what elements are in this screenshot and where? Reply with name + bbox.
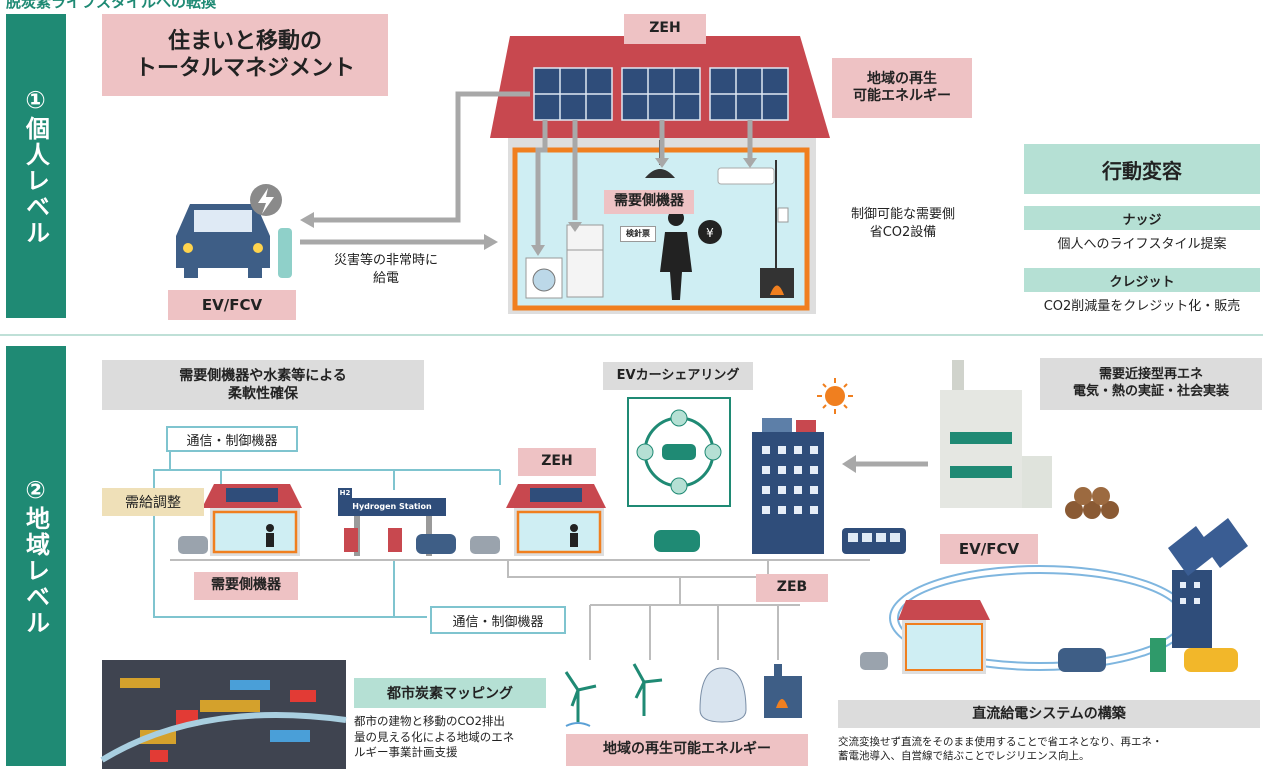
dc-desc-line-1: 交流変換せず直流をそのまま使用することで省エネとなり、再エネ・ [838, 736, 1163, 748]
bus-icon [842, 528, 906, 554]
page-caption: 脱炭素ライフスタイルへの転換 [6, 0, 217, 11]
controllable-equipment-text: 制御可能な需要側 省CO2設備 [836, 206, 970, 242]
wind-turbine-icons [564, 663, 663, 722]
comm-control-label-top: 通信・制御機器 [166, 426, 298, 452]
ev-sharing-label: EVカーシェアリング [603, 362, 753, 390]
city-carbon-mapping-title: 都市炭素マッピング [354, 678, 546, 708]
controllable-line-1: 制御可能な需要側 [850, 207, 955, 222]
wood-logs-icon [1065, 487, 1119, 519]
near-demand-renewable-label: 需要近接型再エネ 電気・熱の実証・社会実装 [1040, 358, 1262, 410]
hydrogen-station-label: Hydrogen Station [352, 502, 432, 511]
zeb-label: ZEB [756, 574, 828, 602]
sidebar-label: ②地域レベル [21, 476, 50, 636]
disaster-line-1: 災害等の非常時に [333, 253, 438, 268]
demand-side-devices-label: 需要側機器 [604, 190, 694, 214]
mapping-desc-line-2: 量の見える化による地域のエネ [354, 729, 515, 744]
demand-devices-label-regional: 需要側機器 [194, 572, 298, 600]
level-sidebar-individual: ①個人レベル [6, 14, 66, 318]
biomass-icon [699, 664, 802, 723]
city-carbon-map-image [100, 660, 347, 769]
demand-house-icon [202, 484, 302, 556]
zeb-building-icon [752, 418, 824, 554]
renewable-line-2: 可能エネルギー [853, 88, 951, 104]
car-icons [178, 530, 700, 554]
zeh-label-regional: ZEH [518, 448, 596, 476]
supply-demand-label: 需給調整 [102, 488, 204, 516]
sidebar-label: ①個人レベル [21, 86, 50, 246]
city-carbon-mapping-desc: 都市の建物と移動のCO2排出 量の見える化による地域のエネ ルギー事業計画支援 [354, 714, 554, 761]
meter-slip-label: 検針票 [620, 226, 656, 242]
level-sidebar-regional: ②地域レベル [6, 346, 66, 766]
credit-label: クレジット [1024, 268, 1260, 292]
renewable-energy-label: 地域の再生 可能エネルギー [832, 58, 972, 118]
flexibility-line-2: 柔軟性確保 [228, 386, 298, 402]
nudge-label: ナッジ [1024, 206, 1260, 230]
dc-power-icon [860, 518, 1248, 674]
flexibility-line-1: 需要側機器や水素等による [179, 367, 347, 384]
dc-power-system-desc: 交流変換せず直流をそのまま使用することで省エネとなり、再エネ・ 蓄電池導入、自営… [838, 735, 1262, 763]
renewable-line-1: 地域の再生 [867, 70, 937, 87]
title-line-2: トータルマネジメント [134, 56, 355, 81]
controllable-line-2: 省CO2設備 [869, 225, 937, 241]
comm-control-label-bottom: 通信・制御機器 [430, 606, 566, 634]
section-divider [0, 334, 1263, 336]
power-grid [170, 559, 870, 660]
svg-text:¥: ¥ [706, 226, 714, 240]
dc-power-system-title: 直流給電システムの構築 [838, 700, 1260, 728]
ev-sharing-icon [627, 397, 731, 507]
factory-icon [940, 360, 1052, 508]
ev-fcv-label-regional: EV/FCV [940, 534, 1038, 564]
hydrogen-h2-label: H2 [339, 489, 351, 497]
mapping-desc-line-1: 都市の建物と移動のCO2排出 [354, 714, 505, 728]
sun-icon [817, 378, 853, 414]
energy-flow-arrows [300, 91, 753, 245]
ev-fcv-label: EV/FCV [168, 290, 296, 320]
near-demand-line-2: 電気・熱の実証・社会実装 [1072, 384, 1229, 399]
zeh-house-icon: ¥ [490, 36, 830, 314]
credit-description: CO2削減量をクレジット化・販売 [1043, 299, 1241, 314]
flexibility-label: 需要側機器や水素等による 柔軟性確保 [102, 360, 424, 410]
disaster-supply-text: 災害等の非常時に 給電 [316, 252, 456, 288]
total-management-label: 住まいと移動の トータルマネジメント [102, 14, 388, 96]
nudge-description: 個人へのライフスタイル提案 [1057, 237, 1227, 252]
behavior-change-title: 行動変容 [1024, 144, 1260, 194]
dc-desc-line-2: 蓄電池導入、自営線で結ぶことでレジリエンス向上。 [838, 750, 1090, 763]
zeh-small-house-icon [506, 484, 606, 556]
ev-car-icon [176, 184, 292, 278]
title-line-1: 住まいと移動の [167, 28, 322, 54]
disaster-line-2: 給電 [372, 271, 399, 287]
mapping-desc-line-3: ルギー事業計画支援 [354, 745, 458, 760]
near-demand-line-1: 需要近接型再エネ [1098, 367, 1203, 383]
zeh-label: ZEH [624, 14, 706, 44]
regional-renewable-label: 地域の再生可能エネルギー [566, 734, 808, 766]
